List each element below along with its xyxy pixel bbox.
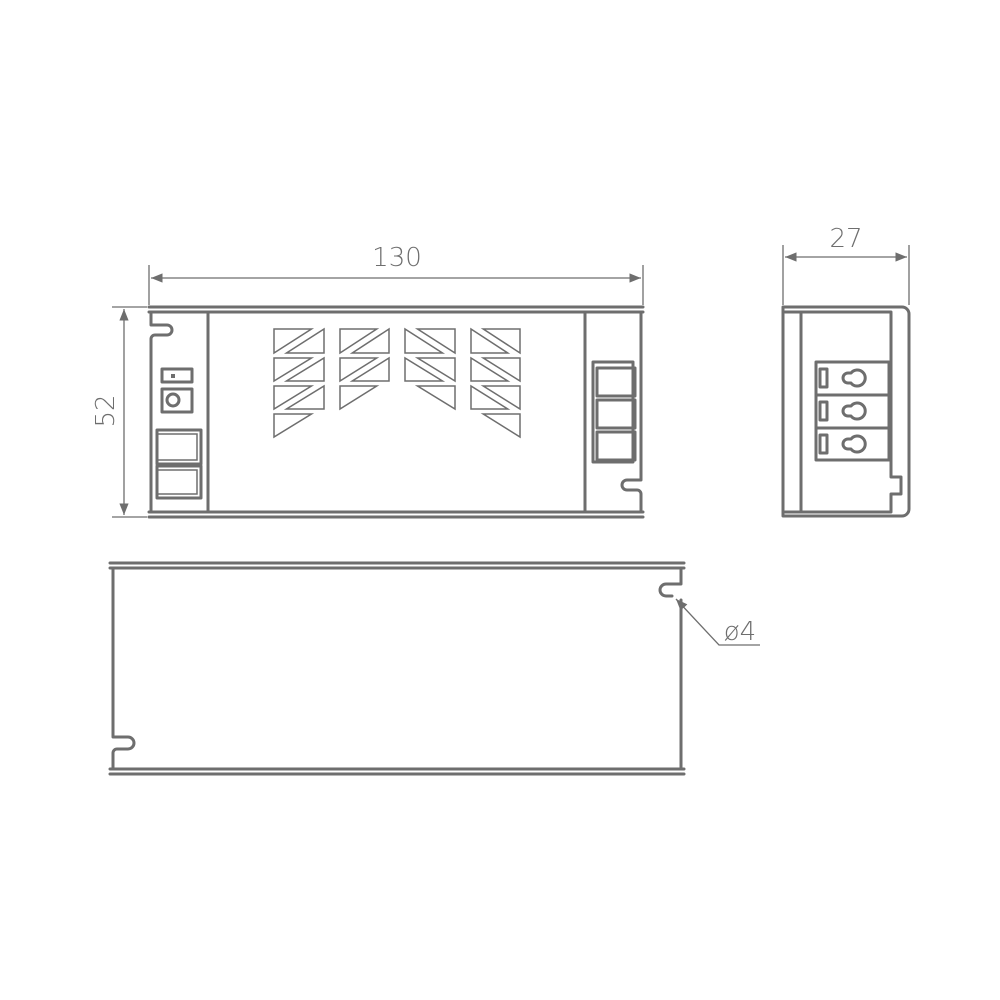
dimension-width: 27 [782, 224, 910, 305]
screw-keyhole-icon [841, 434, 867, 454]
vent-slot [480, 328, 521, 355]
screw-keyhole-icon [841, 401, 867, 421]
vent-slot [404, 327, 446, 354]
height-label: 52 [91, 394, 121, 427]
vent-slot [273, 413, 315, 439]
length-label: 130 [372, 243, 422, 273]
vent-slot [273, 328, 315, 355]
screw-keyhole-icon [841, 368, 867, 388]
vent-slot [480, 413, 521, 439]
vent-slot [480, 357, 521, 383]
input-terminal [155, 464, 203, 500]
terminal-tab [818, 433, 829, 455]
switch-icon [160, 367, 194, 384]
dimension-length: 130 [148, 243, 644, 305]
vent-slot [339, 328, 380, 355]
side-view [781, 305, 911, 518]
front-view [147, 305, 645, 519]
dimension-height: 52 [91, 306, 147, 518]
vent-slots [273, 327, 521, 439]
vent-slot [283, 327, 325, 354]
vent-slot [414, 328, 456, 355]
vent-slot [470, 356, 511, 382]
vent-slot [339, 357, 380, 383]
width-label: 27 [829, 224, 862, 254]
vent-slot [349, 327, 390, 354]
vent-slot [339, 385, 380, 411]
vent-slot [273, 385, 315, 411]
vent-slot [414, 357, 456, 383]
vent-slot [283, 384, 325, 410]
potentiometer-icon [160, 387, 194, 414]
vent-slot [283, 356, 325, 382]
vent-slot [470, 327, 511, 354]
vent-slot [273, 357, 315, 383]
dimension-hole: ø4 [675, 598, 760, 647]
bottom-view [108, 561, 686, 776]
vent-slot [349, 356, 390, 382]
terminal-tab [818, 367, 829, 389]
vent-slot [404, 356, 446, 382]
vent-slot [480, 385, 521, 411]
vent-slot [414, 385, 456, 411]
hole-diameter-label: ø4 [724, 617, 756, 647]
input-terminal [155, 428, 203, 466]
vent-slot [470, 384, 511, 410]
terminal-block [814, 360, 891, 462]
terminal-tab [818, 400, 829, 422]
output-terminal-block [591, 360, 635, 464]
